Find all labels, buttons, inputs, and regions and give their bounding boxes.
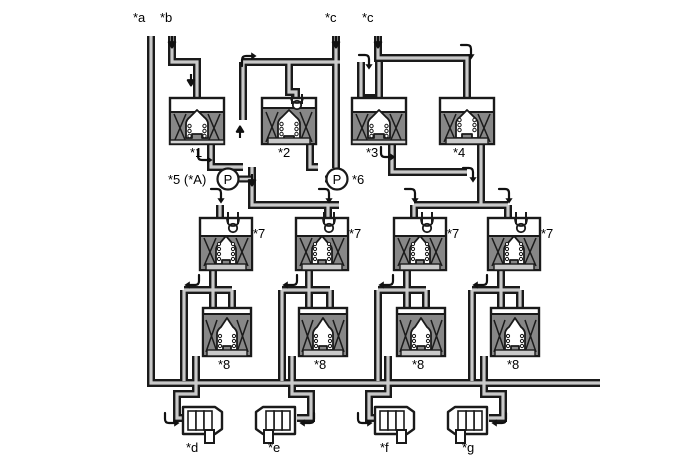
- wheel-cylinder-f[interactable]: [373, 405, 416, 444]
- solenoid-valve-v3[interactable]: [350, 96, 408, 146]
- holding-valve-hv1[interactable]: [198, 212, 254, 272]
- pump-label-p6: *6: [352, 172, 364, 187]
- port-label-b: *b: [160, 10, 172, 25]
- pump-p6-symbol: P: [333, 172, 342, 187]
- reduction-valve-label-4: *8: [507, 357, 519, 372]
- wheel-cylinder-g[interactable]: [446, 405, 489, 444]
- holding-valve-label-1: *7: [253, 226, 265, 241]
- reduction-valve-label-3: *8: [412, 357, 424, 372]
- wheel-cylinder-d[interactable]: [181, 405, 224, 444]
- arrow-hv1-inlet-icon: [209, 187, 226, 205]
- pressure-reduction-valve-pr1[interactable]: [201, 306, 253, 358]
- solenoid-valve-v4[interactable]: [438, 96, 496, 146]
- holding-valve-label-2: *7: [349, 226, 361, 241]
- wheel-cylinder-label-d: *d: [186, 440, 198, 455]
- holding-valve-label-4: *7: [541, 226, 553, 241]
- wheel-cylinder-label-f: *f: [380, 440, 389, 455]
- pump-p5-symbol: P: [224, 172, 233, 187]
- pressure-reduction-valve-pr2[interactable]: [297, 306, 349, 358]
- port-label-c2: *c: [362, 10, 374, 25]
- labels: *a *b *c *c *1 *2 *3 *4 *5 (*A) *6 *7 *7…: [133, 10, 553, 455]
- pressure-reduction-valve-pr3[interactable]: [395, 306, 447, 358]
- port-label-c1: *c: [325, 10, 337, 25]
- reduction-valve-label-1: *8: [218, 357, 230, 372]
- valve-label-v2: *2: [278, 145, 290, 160]
- solenoid-valve-v1[interactable]: [168, 96, 226, 146]
- pump-p6[interactable]: P: [325, 167, 349, 191]
- wheel-cylinder-label-e: *e: [268, 440, 280, 455]
- arrow-v2-riser-icon: [235, 125, 245, 140]
- holding-valve-hv3[interactable]: [392, 212, 448, 272]
- port-label-a: *a: [133, 10, 146, 25]
- reduction-valve-label-2: *8: [314, 357, 326, 372]
- pressure-reduction-valve-pr4[interactable]: [489, 306, 541, 358]
- valve-label-v4: *4: [453, 145, 465, 160]
- pump-label-p5: *5 (*A): [168, 172, 206, 187]
- pump-p5[interactable]: P: [216, 167, 253, 191]
- holding-valve-hv2[interactable]: [294, 212, 350, 272]
- wheel-cylinder-e[interactable]: [254, 405, 297, 444]
- valve-label-v3: *3: [366, 145, 378, 160]
- wheel-cylinder-label-g: *g: [462, 440, 474, 455]
- solenoid-valve-v2[interactable]: [260, 94, 318, 146]
- holding-valve-label-3: *7: [447, 226, 459, 241]
- holding-valve-hv4[interactable]: [486, 212, 542, 272]
- valve-label-v1: *1: [190, 145, 202, 160]
